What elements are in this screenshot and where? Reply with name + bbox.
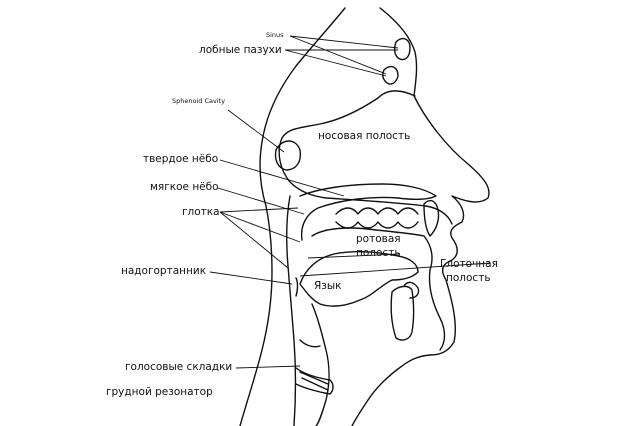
label-chest-resonator: грудной резонатор	[106, 386, 213, 398]
sphenoid-cavity-shape	[274, 140, 302, 171]
epiglottis-shape	[295, 277, 299, 297]
label-frontal-sinuses: лобные пазухи	[199, 44, 282, 56]
leader-pharyngeal	[299, 262, 491, 277]
frontal-sinus-lower	[381, 65, 399, 85]
front-teeth	[423, 199, 440, 237]
leader-pharynx-1	[219, 207, 299, 213]
jaw-line	[423, 235, 446, 351]
skull-back	[239, 7, 346, 426]
palate	[299, 183, 437, 241]
lip-detail	[403, 281, 420, 299]
leader-pharynx-3	[219, 211, 289, 269]
label-tongue: Язык	[314, 280, 342, 292]
leader-hard-palate	[219, 159, 345, 197]
larynx-inner	[299, 339, 321, 348]
tongue-outline	[299, 251, 419, 307]
nasal-cavity-outline	[278, 90, 453, 225]
label-pharyngeal-cavity-2: полость	[446, 272, 491, 284]
label-vocal-folds: голосовые складки	[125, 361, 233, 373]
face-profile	[351, 7, 490, 426]
vocal-folds-shape	[295, 367, 334, 395]
label-epiglottis: надогортанник	[121, 265, 207, 277]
frontal-sinus-shape	[393, 37, 411, 61]
label-hard-palate: твердое нёбо	[143, 153, 219, 165]
leader-sinus-1	[289, 35, 399, 49]
leader-sphenoid	[227, 109, 285, 153]
label-soft-palate: мягкое нёбо	[150, 181, 219, 193]
label-pharynx: глотка	[182, 206, 220, 218]
label-sinus: Sinus	[266, 31, 284, 39]
upper-teeth	[335, 207, 419, 215]
leader-lines	[209, 35, 491, 369]
leader-vocal-folds	[235, 365, 301, 369]
label-oral-cavity-2: полость	[356, 247, 401, 259]
jaw-bone	[390, 285, 415, 341]
larynx	[311, 303, 330, 426]
label-pharyngeal-cavity-1: Глоточная	[440, 258, 498, 270]
leader-pharynx-2	[219, 211, 301, 243]
pharynx-wall	[285, 195, 297, 426]
leader-oral	[307, 253, 401, 259]
oral-cavity-floor	[311, 227, 425, 237]
leader-frontal-2	[284, 49, 387, 77]
trachea-rings	[299, 371, 329, 391]
leader-sinus-2	[289, 35, 387, 75]
lower-teeth	[335, 221, 419, 229]
label-oral-cavity-1: ротовая	[356, 233, 401, 245]
label-sphenoid-cavity: Sphenoid Cavity	[172, 97, 226, 105]
label-nasal-cavity: носовая полость	[318, 130, 411, 142]
leader-epiglottis	[209, 271, 293, 285]
leader-soft-palate	[217, 187, 305, 215]
